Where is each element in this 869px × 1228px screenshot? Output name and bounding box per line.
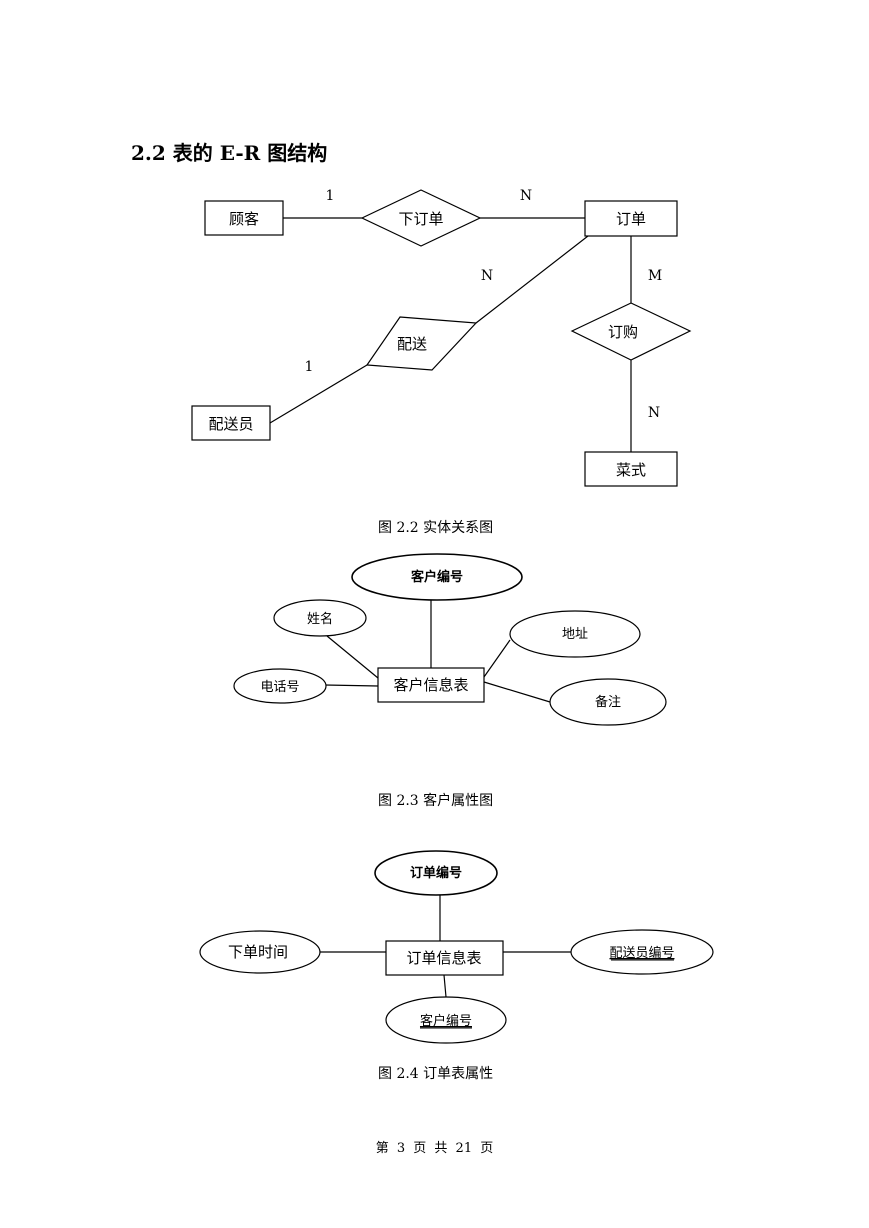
- edge-customer-address: [483, 639, 511, 678]
- cardinality-customer: 1: [326, 188, 335, 204]
- attr-order-customer-id-ellipse: [385, 996, 507, 1044]
- relation-deliver-diamond: [365, 316, 478, 371]
- entity-order-info-box: [385, 940, 504, 976]
- attribute-diagram-order: 订单编号 下单时间 配送员编号 客户编号 订单信息表: [199, 850, 714, 1044]
- entity-order-box: [584, 200, 678, 237]
- attr-order-customer-id-label: 客户编号: [420, 1013, 472, 1029]
- attr-customer-phone-label: 电话号: [260, 680, 299, 695]
- edge-order-customer-id: [443, 974, 447, 998]
- edge-order-deliver: [475, 235, 589, 324]
- attr-customer-name-ellipse: [273, 599, 367, 637]
- edge-deliver-courier: [269, 364, 368, 424]
- edge-customer-phone: [324, 684, 379, 687]
- figure-2-3-caption: 图 2.3 客户属性图: [378, 793, 494, 809]
- attr-order-courier-id-label: 配送员编号: [609, 946, 674, 961]
- edge-customer-name: [326, 635, 379, 679]
- attr-customer-id-ellipse: [351, 553, 523, 601]
- attr-order-time-label: 下单时间: [228, 943, 288, 961]
- cardinality-purchase-order: M: [648, 268, 662, 284]
- relation-purchase-label: 订购: [608, 323, 638, 341]
- entity-courier-label: 配送员: [208, 415, 253, 433]
- relation-purchase-diamond: [570, 302, 692, 361]
- cardinality-order: N: [520, 188, 532, 204]
- entity-order-info-label: 订单信息表: [406, 949, 481, 967]
- attr-customer-note-ellipse: [549, 678, 667, 726]
- entity-customer-label: 顾客: [229, 210, 259, 228]
- edge-customer-note: [483, 681, 551, 703]
- attr-customer-id-label: 客户编号: [411, 569, 463, 585]
- attr-order-time-ellipse: [199, 930, 321, 974]
- attr-customer-note-label: 备注: [595, 694, 621, 710]
- relation-deliver-label: 配送: [397, 335, 427, 353]
- attr-customer-address-label: 地址: [562, 627, 588, 642]
- cardinality-deliver-order: N: [481, 268, 493, 284]
- entity-customer-info-label: 客户信息表: [393, 676, 468, 694]
- attr-order-courier-id-ellipse: [570, 929, 714, 975]
- relation-place-order-label: 下订单: [398, 210, 443, 228]
- attr-customer-name-label: 姓名: [307, 611, 333, 627]
- attr-order-id-label: 订单编号: [410, 865, 462, 881]
- entity-customer-box: [204, 200, 284, 236]
- section-heading: 2.2 表的 E-R 图结构: [131, 141, 328, 165]
- cardinality-deliver-courier: 1: [305, 359, 314, 375]
- figure-2-4-caption: 图 2.4 订单表属性: [378, 1066, 494, 1082]
- attr-order-id-ellipse: [374, 850, 498, 896]
- entity-dish-label: 菜式: [616, 461, 646, 479]
- attr-customer-address-ellipse: [509, 610, 641, 658]
- relation-place-order-diamond: [360, 189, 482, 247]
- entity-order-label: 订单: [616, 210, 646, 228]
- attribute-diagram-customer: 客户编号 姓名 地址 电话号 备注 客户信息表: [233, 553, 667, 726]
- entity-customer-info-box: [377, 667, 485, 703]
- page-footer: 第 3 页 共 21 页: [375, 1141, 494, 1156]
- cardinality-purchase-dish: N: [648, 405, 660, 421]
- figure-2-2-caption: 图 2.2 实体关系图: [378, 520, 494, 536]
- er-diagram-entity-relationship: 顾客 订单 配送员 菜式 下订单 配送 订购 1 N N 1 M N: [191, 188, 692, 487]
- entity-dish-box: [584, 451, 678, 487]
- entity-courier-box: [191, 405, 271, 441]
- attr-customer-phone-ellipse: [233, 668, 327, 704]
